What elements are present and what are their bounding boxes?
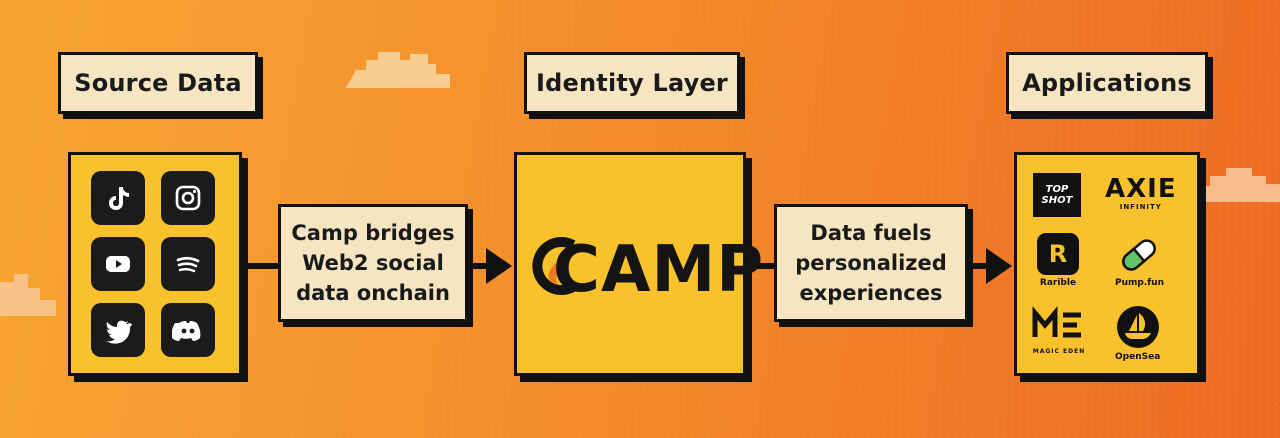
connector-line bbox=[242, 263, 278, 269]
fuels-note-line: Data fuels bbox=[810, 221, 932, 245]
camp-panel: CAMP bbox=[514, 152, 765, 376]
connector-line bbox=[744, 263, 774, 269]
axie-text: AXIE bbox=[1105, 174, 1177, 204]
opensea-app: OpenSea bbox=[1115, 305, 1160, 362]
spotify-tile bbox=[161, 237, 215, 291]
arrow-right-icon bbox=[986, 248, 1012, 284]
youtube-icon bbox=[106, 256, 130, 272]
connector-line bbox=[466, 263, 494, 269]
bridge-note-line: Camp bridges bbox=[291, 221, 455, 245]
topshot-app: TOP SHOT bbox=[1033, 173, 1081, 217]
opensea-text: OpenSea bbox=[1115, 352, 1161, 362]
bridge-note-line: data onchain bbox=[296, 281, 450, 305]
youtube-tile bbox=[91, 237, 145, 291]
twitter-icon bbox=[106, 320, 132, 344]
cloud-icon bbox=[1200, 168, 1280, 202]
applications-text: Applications bbox=[1022, 69, 1192, 97]
identity-layer-label: Identity Layer bbox=[524, 52, 740, 114]
magiceden-app: MAGIC EDEN bbox=[1029, 305, 1089, 355]
pumpfun-text: Pump.fun bbox=[1115, 278, 1164, 288]
pumpfun-app: Pump.fun bbox=[1115, 235, 1164, 288]
pill-icon bbox=[1122, 239, 1157, 271]
camp-wordmark: CAMP bbox=[553, 233, 765, 307]
twitter-tile bbox=[91, 303, 145, 357]
source-data-label: Source Data bbox=[58, 52, 258, 114]
bridge-note: Camp bridges Web2 social data onchain bbox=[278, 204, 468, 322]
rarible-app: R Rarible bbox=[1037, 233, 1079, 288]
discord-icon bbox=[172, 321, 201, 341]
applications-label: Applications bbox=[1006, 52, 1208, 114]
axie-app: AXIE INFINITY bbox=[1105, 175, 1177, 211]
topshot-text: TOP SHOT bbox=[1041, 184, 1073, 206]
fuels-note-line: experiences bbox=[799, 281, 943, 305]
source-data-text: Source Data bbox=[74, 69, 242, 97]
instagram-icon bbox=[175, 185, 201, 211]
opensea-logo bbox=[1116, 306, 1159, 348]
cloud-icon bbox=[0, 274, 56, 316]
magiceden-logo bbox=[1032, 306, 1081, 338]
fuels-note-line: personalized bbox=[795, 251, 947, 275]
rarible-logo: R bbox=[1037, 233, 1079, 275]
instagram-tile bbox=[161, 171, 215, 225]
axie-sub-text: INFINITY bbox=[1119, 203, 1162, 211]
rarible-text: Rarible bbox=[1039, 278, 1077, 288]
cloud-icon bbox=[346, 52, 450, 88]
connector-line bbox=[966, 263, 992, 269]
spotify-icon bbox=[176, 256, 200, 273]
identity-layer-text: Identity Layer bbox=[536, 69, 728, 97]
topshot-logo: TOP SHOT bbox=[1033, 173, 1081, 217]
fuels-note: Data fuels personalized experiences bbox=[774, 204, 968, 322]
applications-panel: TOP SHOT AXIE INFINITY R Rarible Pump.fu… bbox=[1014, 152, 1200, 376]
tiktok-tile bbox=[91, 171, 145, 225]
bridge-note-line: Web2 social bbox=[302, 251, 444, 275]
discord-tile bbox=[161, 303, 215, 357]
source-data-panel bbox=[68, 152, 242, 376]
camp-flame-icon bbox=[532, 237, 576, 295]
tiktok-icon bbox=[109, 187, 129, 210]
arrow-right-icon bbox=[486, 248, 512, 284]
magiceden-text: MAGIC EDEN bbox=[1032, 348, 1086, 355]
